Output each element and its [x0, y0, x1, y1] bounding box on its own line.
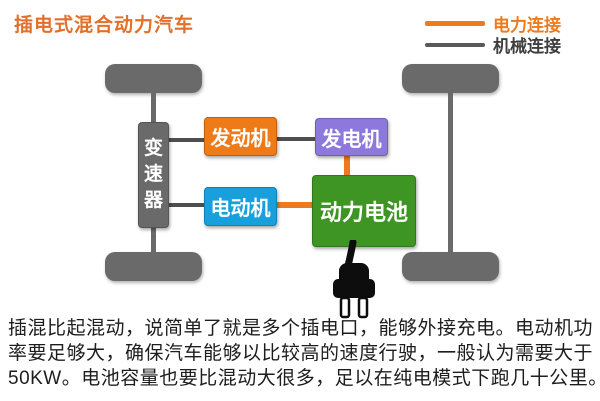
- mech-link-transmission-engine: [169, 138, 204, 142]
- legend-item-mechanical: 机械连接: [425, 34, 585, 56]
- motor-box: 电动机: [204, 187, 277, 226]
- legend-label-electric: 电力连接: [493, 16, 561, 35]
- battery-label: 动力电池: [319, 200, 408, 225]
- wheel-front-left: [105, 64, 202, 93]
- wheel-rear-right: [402, 252, 499, 281]
- wheel-front-right: [105, 252, 202, 281]
- legend-label-mechanical: 机械连接: [493, 37, 561, 56]
- legend-item-electric: 电力连接: [425, 13, 585, 35]
- transmission-label: 变速器: [143, 138, 163, 211]
- mech-link-transmission-motor: [169, 203, 204, 207]
- caption-line-2: 率要足够大，确保汽车能够以比较高的速度行驶，一般认为需要大于: [8, 343, 594, 364]
- wheel-rear-left: [402, 64, 499, 93]
- transmission-box: 变速器: [138, 122, 169, 228]
- elec-link-motor-battery: [277, 202, 312, 208]
- legend: 电力连接 机械连接: [425, 13, 585, 56]
- engine-label: 发动机: [210, 128, 271, 150]
- mech-link-engine-generator: [277, 137, 315, 141]
- caption-paragraph: 插混比起混动，说简单了就是多个插电口，能够外接充电。电动机功 率要足够大，确保汽…: [8, 316, 600, 391]
- caption-line-3: 50KW。电池容量也要比混动大很多，足以在纯电模式下跑几十公里。: [8, 368, 600, 389]
- front-axle-lower: [151, 226, 156, 254]
- battery-box: 动力电池: [312, 175, 416, 247]
- mechanical-line-swatch: [425, 42, 485, 47]
- generator-label: 发电机: [321, 128, 382, 151]
- caption-line-1: 插混比起混动，说简单了就是多个插电口，能够外接充电。电动机功: [8, 318, 594, 339]
- front-axle-upper: [151, 90, 156, 124]
- motor-label: 电动机: [210, 198, 271, 220]
- engine-box: 发动机: [204, 117, 277, 156]
- electric-line-swatch: [425, 21, 485, 26]
- generator-box: 发电机: [315, 118, 388, 156]
- power-plug-icon: [333, 240, 375, 319]
- page-title: 插电式混合动力汽车: [14, 15, 195, 36]
- elec-link-generator-battery: [344, 156, 350, 175]
- rear-axle: [448, 90, 453, 254]
